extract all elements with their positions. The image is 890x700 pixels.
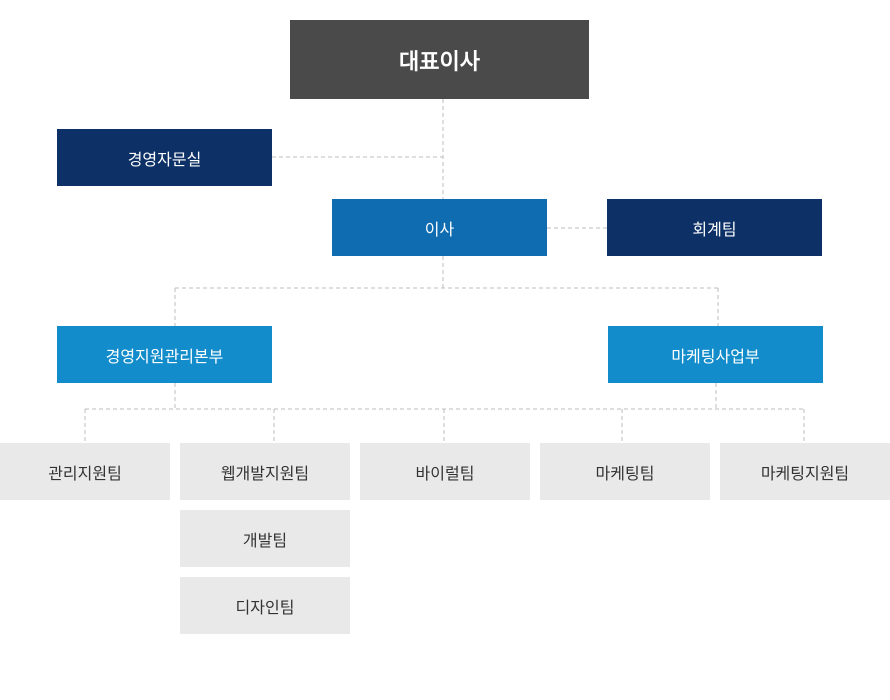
node-secretary: 경영자문실 — [57, 129, 272, 186]
node-division-management: 경영지원관리본부 — [57, 326, 272, 383]
node-team-web-dev-support: 웹개발지원팀 — [180, 443, 350, 500]
node-team-viral: 바이럴팀 — [360, 443, 530, 500]
node-team-marketing: 마케팅팀 — [540, 443, 710, 500]
node-ceo: 대표이사 — [290, 20, 589, 99]
node-team-admin-support: 관리지원팀 — [0, 443, 170, 500]
node-subteam-development: 개발팀 — [180, 510, 350, 567]
node-division-marketing: 마케팅사업부 — [608, 326, 823, 383]
node-subteam-design: 디자인팀 — [180, 577, 350, 634]
node-director: 이사 — [332, 199, 547, 256]
node-team-marketing-support: 마케팅지원팀 — [720, 443, 890, 500]
node-accounting: 회계팀 — [607, 199, 822, 256]
